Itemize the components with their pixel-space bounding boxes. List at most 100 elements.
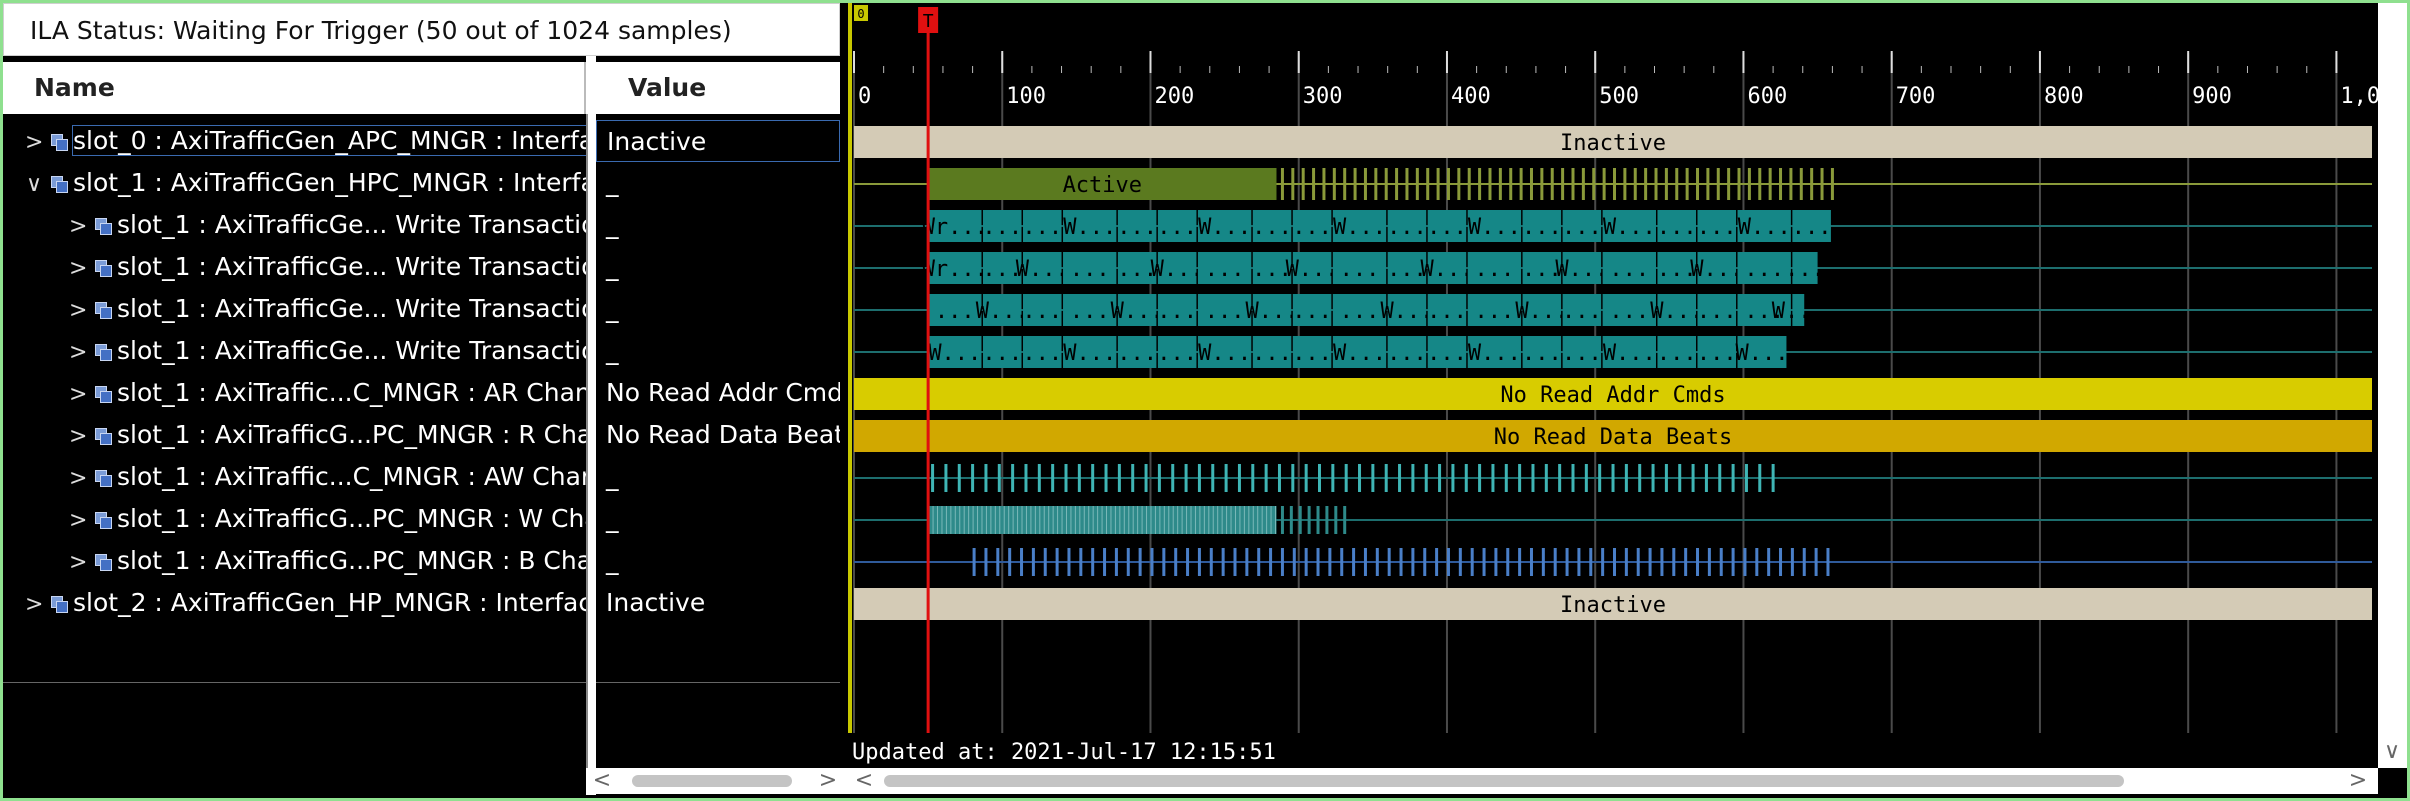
- write-transaction: [1332, 210, 1387, 242]
- signal-value[interactable]: _: [606, 504, 619, 533]
- signal-row[interactable]: >slot_1 : AxiTraffic...C_MNGR : AR Chann: [3, 372, 586, 414]
- write-transaction-label: W...: [1333, 341, 1386, 366]
- chevron-right-icon[interactable]: >: [25, 130, 44, 155]
- w-beat: [1163, 506, 1165, 534]
- signal-value[interactable]: Inactive: [606, 588, 706, 617]
- signal-name-list[interactable]: > slot_0 : AxiTrafficGen_APC_MNGR : Inter…: [3, 114, 588, 794]
- w-beat: [1074, 506, 1076, 534]
- active-pulse: [1706, 168, 1710, 200]
- b-pulse: [1245, 548, 1249, 576]
- aw-pulse: [1438, 464, 1442, 492]
- write-transaction-label: ...: [982, 257, 1022, 282]
- bus-active: [928, 168, 1277, 200]
- signal-value[interactable]: _: [606, 336, 619, 365]
- chevron-right-icon[interactable]: >: [69, 340, 88, 365]
- aw-pulse: [1504, 464, 1508, 492]
- b-pulse: [1114, 548, 1118, 576]
- active-pulse: [1696, 168, 1700, 200]
- signal-name: slot_0 : AxiTrafficGen_APC_MNGR : Interf…: [72, 125, 586, 156]
- value-scroll-thumb[interactable]: [632, 775, 792, 787]
- signal-row[interactable]: >slot_1 : AxiTrafficGe... Write Transact…: [3, 246, 586, 288]
- signal-row[interactable]: >slot_1 : AxiTrafficG...PC_MNGR : R Chan: [3, 414, 586, 456]
- signal-row[interactable]: ∨slot_1 : AxiTrafficGen_HPC_MNGR : Inter…: [3, 162, 586, 204]
- w-beat: [1141, 506, 1143, 534]
- write-transaction-label: ...: [1157, 215, 1197, 240]
- b-pulse: [1126, 548, 1130, 576]
- tick-label: 300: [1303, 84, 1343, 109]
- signal-value-list[interactable]: Inactive _ _ _ _ _ No Read Addr Cmds No Read Da…: [596, 114, 840, 794]
- write-transaction: [1737, 336, 1787, 368]
- aw-pulse: [1077, 464, 1081, 492]
- write-transaction: [1697, 294, 1737, 326]
- chevron-right-icon[interactable]: >: [69, 298, 88, 323]
- chevron-right-icon[interactable]: >: [69, 214, 88, 239]
- aw-pulse: [1091, 464, 1095, 492]
- write-transaction-label: W...: [976, 299, 1029, 324]
- w-beat: [1280, 506, 1284, 534]
- signal-value[interactable]: _: [606, 210, 619, 239]
- b-pulse: [1209, 548, 1213, 576]
- active-pulse: [1519, 168, 1523, 200]
- write-transaction: [1697, 210, 1737, 242]
- w-beat: [1154, 506, 1156, 534]
- write-transaction: [1467, 294, 1522, 326]
- write-transaction-label: ...: [1697, 215, 1737, 240]
- signal-row[interactable]: >slot_1 : AxiTrafficGe... Write Transact…: [3, 330, 586, 372]
- chevron-right-icon[interactable]: >: [69, 256, 88, 281]
- b-pulse: [1506, 548, 1510, 576]
- scroll-right-icon[interactable]: >: [2348, 768, 2368, 793]
- write-transaction: [1117, 252, 1157, 284]
- write-transaction: [1292, 294, 1332, 326]
- name-column-header[interactable]: Name: [3, 62, 586, 114]
- signal-value[interactable]: No Read Data Beats: [606, 420, 840, 449]
- chevron-right-icon[interactable]: >: [69, 508, 88, 533]
- scroll-right-icon[interactable]: >: [818, 768, 838, 793]
- signal-value[interactable]: _: [606, 294, 619, 323]
- signal-row[interactable]: >slot_1 : AxiTrafficGe... Write Transact…: [3, 204, 586, 246]
- signal-value[interactable]: _: [606, 252, 619, 281]
- signal-value[interactable]: _: [606, 462, 619, 491]
- signal-row[interactable]: >slot_1 : AxiTrafficG...PC_MNGR : B Chan: [3, 540, 586, 582]
- b-pulse: [1743, 548, 1747, 576]
- signal-row[interactable]: >slot_1 : AxiTrafficG...PC_MNGR : W Cha: [3, 498, 586, 540]
- chevron-right-icon[interactable]: >: [25, 592, 44, 617]
- signal-value[interactable]: _: [606, 546, 619, 575]
- active-pulse: [1322, 168, 1326, 200]
- write-transaction-label: W...: [928, 341, 981, 366]
- chevron-right-icon[interactable]: >: [69, 424, 88, 449]
- signal-value[interactable]: Inactive: [596, 120, 840, 162]
- signal-value[interactable]: _: [606, 168, 619, 197]
- signal-row[interactable]: >slot_1 : AxiTraffic...C_MNGR : AW Chan: [3, 456, 586, 498]
- write-transaction-label: W...: [1468, 215, 1521, 240]
- signal-row[interactable]: >slot_1 : AxiTrafficGe... Write Transact…: [3, 288, 586, 330]
- write-transaction: [1063, 336, 1117, 368]
- wave-scroll-thumb[interactable]: [884, 775, 2124, 787]
- w-beat: [1070, 506, 1072, 534]
- value-column-header[interactable]: Value: [596, 62, 840, 114]
- b-pulse: [1565, 548, 1569, 576]
- scroll-left-icon[interactable]: <: [592, 768, 612, 793]
- wave-vertical-scrollbar[interactable]: ∨: [2378, 3, 2407, 768]
- signal-row[interactable]: > slot_0 : AxiTrafficGen_APC_MNGR : Inter…: [3, 120, 586, 162]
- signal-value[interactable]: No Read Addr Cmds: [606, 378, 840, 407]
- chevron-right-icon[interactable]: >: [69, 550, 88, 575]
- value-horizontal-scrollbar[interactable]: < >: [586, 768, 848, 794]
- chevron-right-icon[interactable]: >: [69, 382, 88, 407]
- b-pulse: [1031, 548, 1035, 576]
- scroll-left-icon[interactable]: <: [854, 768, 874, 793]
- wave-horizontal-scrollbar[interactable]: < >: [848, 768, 2378, 794]
- write-transaction: [1157, 252, 1197, 284]
- w-beat: [1123, 506, 1125, 534]
- active-pulse: [1830, 168, 1834, 200]
- write-transaction: [1197, 336, 1252, 368]
- signal-row[interactable]: >slot_2 : AxiTrafficGen_HP_MNGR : Interf…: [3, 582, 586, 624]
- aw-pulse: [1331, 464, 1335, 492]
- chevron-down-icon[interactable]: ∨: [25, 172, 43, 197]
- active-pulse: [1799, 168, 1803, 200]
- chevron-right-icon[interactable]: >: [69, 466, 88, 491]
- active-pulse: [1478, 168, 1482, 200]
- write-transaction-label: ...: [1157, 299, 1197, 324]
- scroll-down-icon[interactable]: ∨: [2383, 739, 2401, 764]
- column-divider[interactable]: [586, 56, 596, 795]
